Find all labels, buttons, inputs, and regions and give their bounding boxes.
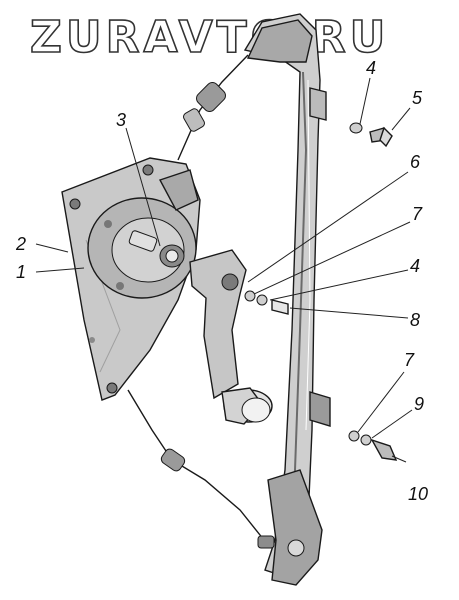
fastener-set-top (349, 122, 393, 148)
callout-3: 3 (116, 110, 126, 130)
upper-cable (177, 54, 249, 161)
leader-lines (35, 77, 413, 463)
callout-4-middle: 4 (410, 256, 420, 276)
callout-4-top: 4 (366, 58, 376, 78)
callout-7-top: 7 (412, 204, 423, 224)
callout-8: 8 (410, 310, 420, 330)
fastener-set-bottom (348, 430, 398, 461)
callout-10: 10 (408, 484, 428, 504)
watermark-text: ZURAVTO.RU (30, 12, 389, 63)
fastener-set-middle (244, 290, 289, 315)
callout-5: 5 (412, 88, 423, 108)
callout-6: 6 (410, 152, 421, 172)
crank-handle (189, 249, 273, 425)
callout-1: 1 (16, 262, 26, 282)
callout-2: 2 (15, 234, 26, 254)
callout-7-bottom: 7 (404, 350, 415, 370)
lower-cable (127, 389, 275, 549)
guide-rail (243, 13, 331, 586)
callout-9: 9 (414, 394, 424, 414)
drive-shaft (128, 230, 185, 268)
